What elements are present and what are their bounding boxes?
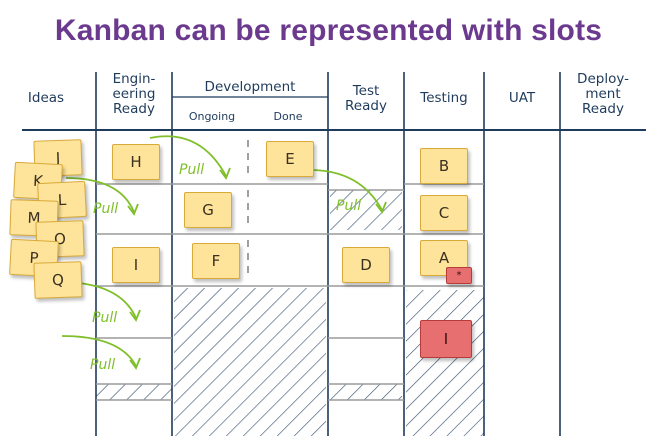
hatched-strip-test (330, 384, 402, 400)
column-header-engineering-ready: Engin- eering Ready (112, 71, 156, 117)
pull-label-5: Pull (90, 357, 116, 373)
pull-label-1: Pull (179, 162, 205, 178)
hatched-strip-eng (96, 384, 172, 400)
card-e[interactable]: E (266, 141, 314, 177)
card-c[interactable]: C (420, 195, 468, 231)
hatched-area-testing (406, 290, 484, 436)
column-header-uat: UAT (508, 90, 536, 106)
blocker-flag-a: * (446, 267, 472, 284)
column-header-test-ready: Test Ready (345, 83, 387, 114)
card-i-testing-blocked[interactable]: I (420, 320, 472, 358)
card-i-engineering[interactable]: I (112, 247, 160, 283)
pull-label-4: Pull (92, 310, 118, 326)
column-header-done: Done (273, 110, 303, 123)
card-f[interactable]: F (192, 243, 240, 279)
column-dividers (95, 72, 561, 436)
card-b[interactable]: B (420, 148, 468, 184)
card-q[interactable]: Q (33, 261, 83, 299)
column-header-deployment-ready: Deploy- ment Ready (577, 71, 629, 117)
column-header-development: Development (204, 79, 296, 95)
column-header-testing: Testing (420, 90, 468, 106)
card-h[interactable]: H (112, 144, 160, 180)
hatched-area-test-ready (330, 190, 402, 230)
column-header-ongoing: Ongoing (188, 110, 236, 123)
pull-label-2: Pull (93, 201, 119, 217)
slide-title: Kanban can be represented with slots (54, 14, 603, 47)
card-g[interactable]: G (184, 192, 232, 228)
slot-rows (96, 183, 484, 401)
hatched-area-main (174, 288, 326, 436)
card-d[interactable]: D (342, 247, 390, 283)
pull-label-3: Pull (336, 198, 362, 214)
column-header-ideas: Ideas (27, 90, 65, 106)
